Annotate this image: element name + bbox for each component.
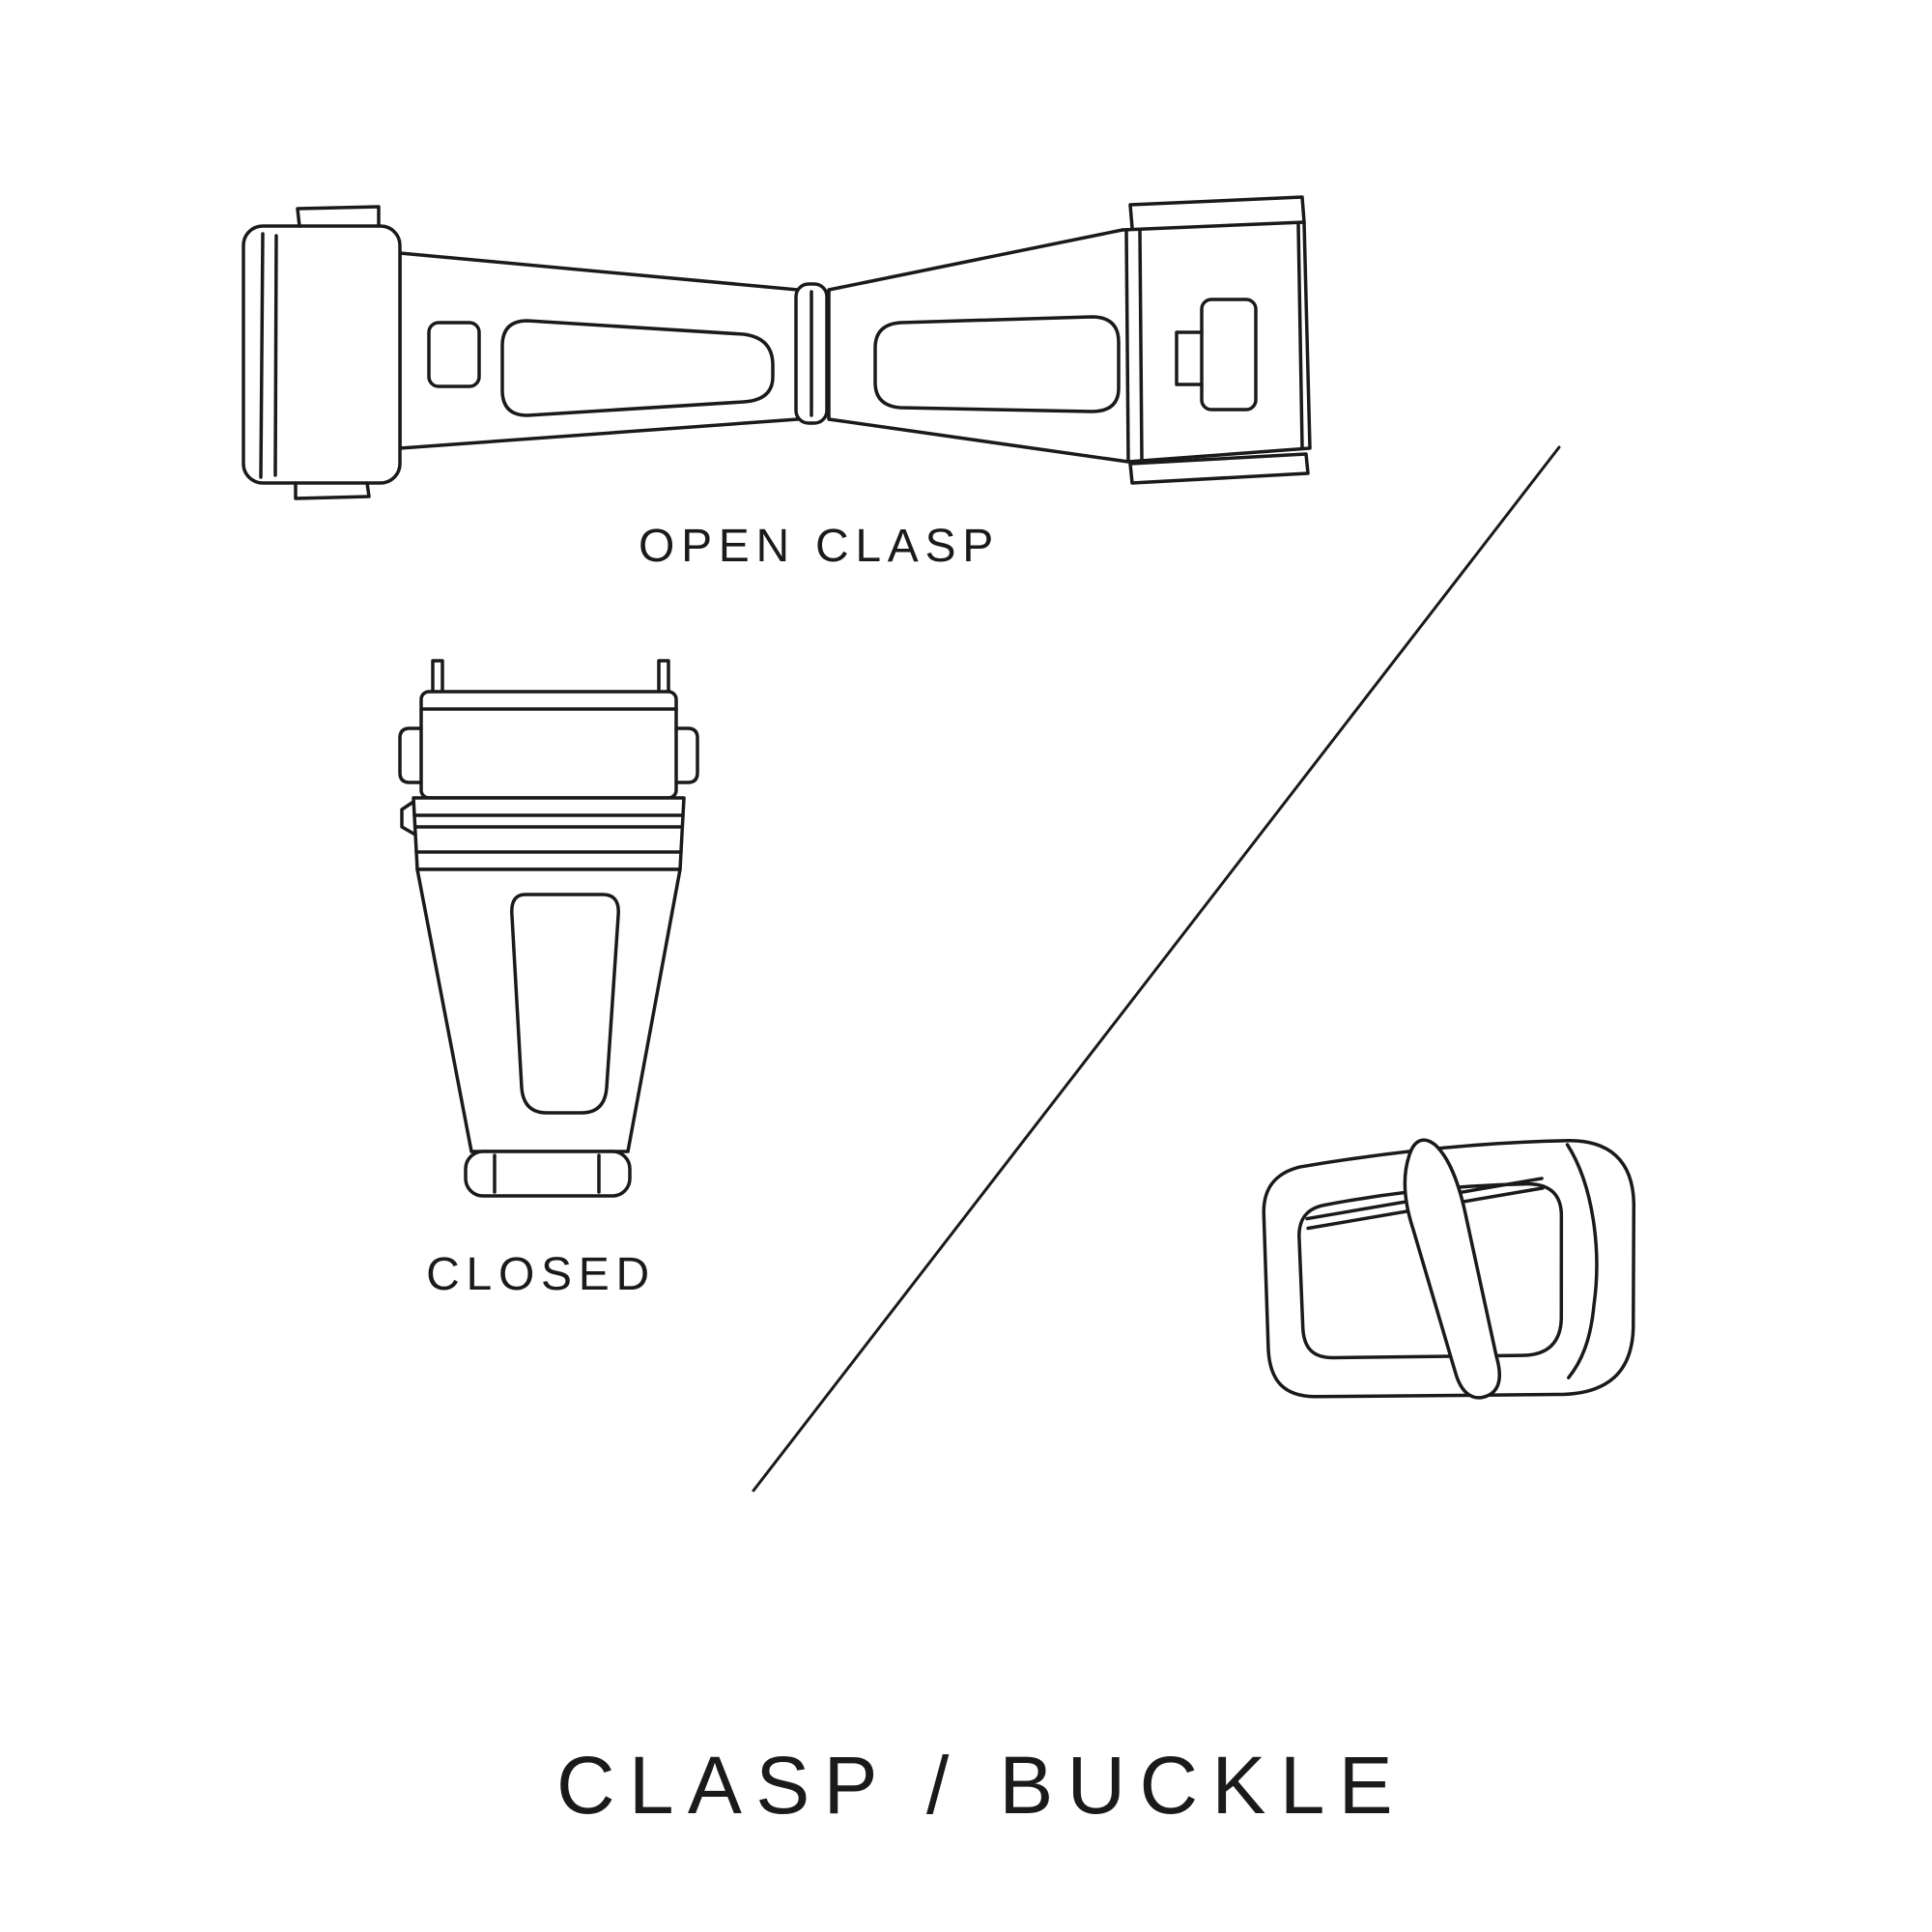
closed-clasp-band-notch: [400, 800, 417, 837]
buckle-illustration: [1262, 1138, 1636, 1400]
closed-clasp-bottom-bar: [464, 1150, 632, 1198]
divider-line: [752, 445, 1561, 1492]
open-clasp-label: OPEN CLASP: [639, 521, 1000, 572]
open-clasp-illustration: [242, 195, 1312, 500]
open-clasp-plate-edge-line: [1296, 222, 1304, 449]
open-clasp-end-link-top-tab: [296, 205, 381, 228]
open-clasp-end-link-fold: [273, 234, 278, 477]
open-clasp-plate-line: [1124, 229, 1130, 463]
open-clasp-end-link: [242, 224, 402, 485]
open-clasp-right-inner-outline: [873, 315, 1121, 413]
buckle-prong: [1403, 1138, 1501, 1400]
closed-clasp-right-ear: [674, 726, 699, 784]
closed-clasp-band: [412, 796, 686, 871]
open-clasp-plate-line: [1138, 228, 1144, 462]
open-clasp-bottom-foot: [1128, 452, 1310, 485]
closed-clasp-left-ear: [398, 726, 423, 784]
closed-clasp-label: CLOSED: [426, 1249, 656, 1300]
open-clasp-latch-hook: [1175, 330, 1204, 386]
open-clasp-top-tab: [1128, 195, 1306, 230]
closed-clasp-inner-outline: [510, 893, 620, 1115]
closed-clasp-body: [415, 867, 682, 1153]
closed-clasp-illustration: [398, 659, 699, 1198]
open-clasp-end-link-bottom-tab: [294, 481, 371, 500]
page-title: CLASP / BUCKLE: [555, 1740, 1407, 1831]
open-clasp-right-blade: [827, 220, 1312, 464]
open-clasp-left-inner-outline: [500, 319, 775, 417]
open-clasp-release-notch: [427, 321, 481, 388]
buckle-right-thickness-line: [1565, 1143, 1599, 1379]
closed-clasp-prong: [657, 659, 670, 696]
closed-clasp-prong: [431, 659, 444, 696]
open-clasp-end-link-fold: [259, 232, 265, 479]
open-clasp-latch: [1200, 298, 1258, 412]
